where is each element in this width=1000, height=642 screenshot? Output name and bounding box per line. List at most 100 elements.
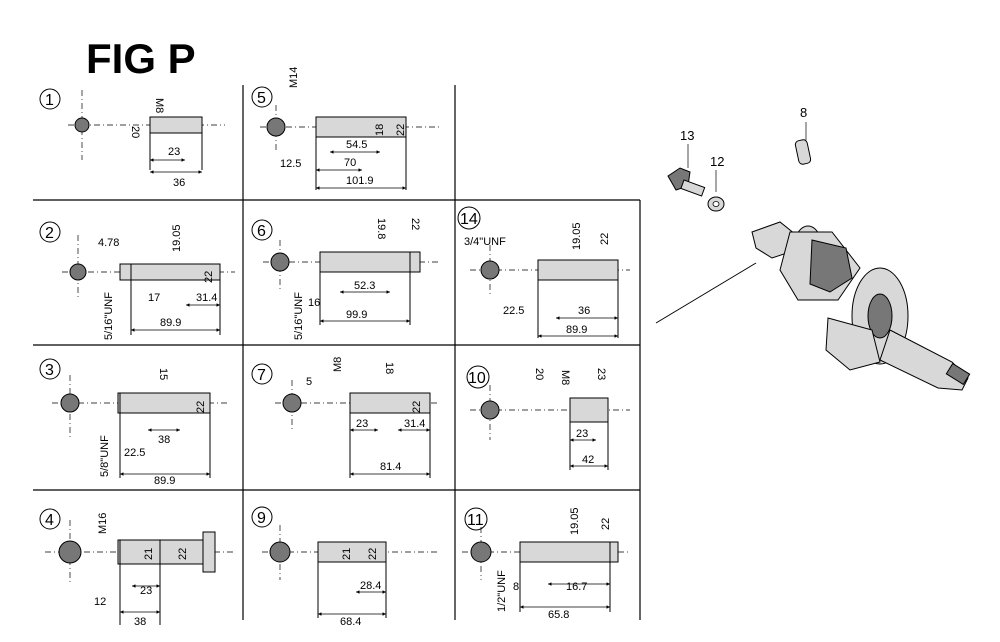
svg-text:23: 23 [140, 585, 152, 597]
svg-text:22: 22 [195, 401, 207, 413]
svg-text:7: 7 [257, 367, 266, 384]
svg-text:9: 9 [257, 510, 266, 527]
callout-1: 1 [39, 88, 61, 110]
svg-text:23: 23 [356, 418, 368, 430]
figure-title: FIG P [86, 35, 196, 82]
svg-text:22: 22 [203, 271, 215, 283]
svg-text:20: 20 [129, 126, 141, 138]
svg-text:22: 22 [409, 218, 421, 230]
callout-4: 4 [39, 508, 61, 530]
cell-5: 5 M14 18 22 54.5 12.5 70 101.9 [251, 67, 440, 190]
crankshaft-illustration: 13 12 8 [655, 105, 971, 391]
callout-9: 9 [251, 506, 273, 528]
svg-text:11: 11 [467, 512, 484, 529]
cell-10: 10 20 M8 23 23 42 [466, 365, 630, 470]
svg-text:14: 14 [460, 211, 478, 228]
svg-text:89.9: 89.9 [160, 317, 181, 329]
svg-text:2: 2 [45, 225, 54, 242]
svg-text:4.78: 4.78 [98, 237, 119, 249]
svg-text:99.9: 99.9 [346, 309, 367, 321]
svg-text:22: 22 [599, 233, 611, 245]
svg-text:19.8: 19.8 [375, 218, 387, 239]
callout-2: 2 [39, 221, 61, 243]
svg-text:38: 38 [134, 616, 146, 628]
cell-11: 11 19.05 22 1/2"UNF 8 16.7 65.8 [462, 507, 630, 621]
svg-text:12: 12 [94, 596, 106, 608]
svg-text:18: 18 [374, 124, 386, 136]
svg-text:10: 10 [468, 370, 486, 387]
callout-12: 12 [710, 154, 724, 169]
svg-text:M8: M8 [559, 370, 571, 385]
callout-7: 7 [251, 363, 273, 385]
cell-14: 14 3/4"UNF 19.05 22 22.5 36 89.9 [457, 206, 630, 338]
svg-text:42: 42 [582, 454, 594, 466]
svg-text:22: 22 [411, 401, 423, 413]
svg-text:M16: M16 [97, 513, 109, 534]
svg-text:70: 70 [344, 157, 356, 169]
cell-3: 3 15 22 5/8"UNF 38 22.5 89.9 [39, 358, 230, 487]
svg-text:89.9: 89.9 [154, 475, 175, 487]
svg-text:21: 21 [143, 548, 155, 560]
svg-text:19.05: 19.05 [171, 224, 183, 252]
svg-text:M8: M8 [153, 98, 165, 113]
svg-text:21: 21 [341, 548, 353, 560]
svg-text:31.4: 31.4 [404, 418, 425, 430]
svg-text:1/2"UNF: 1/2"UNF [496, 570, 508, 612]
svg-text:38: 38 [158, 434, 170, 446]
svg-text:M8: M8 [332, 357, 344, 372]
svg-text:15: 15 [157, 368, 169, 380]
svg-text:17: 17 [148, 292, 160, 304]
svg-text:16: 16 [308, 297, 320, 309]
cell-7: 7 5 M8 18 22 23 31.4 81.4 [251, 357, 440, 478]
svg-text:31.4: 31.4 [196, 292, 217, 304]
svg-text:3/4"UNF: 3/4"UNF [464, 236, 506, 248]
svg-text:22: 22 [177, 548, 189, 560]
svg-text:23: 23 [595, 368, 607, 380]
cell-4: 4 M16 21 22 23 12 38 [39, 508, 236, 628]
callout-3: 3 [39, 358, 61, 380]
svg-text:M14: M14 [288, 67, 300, 88]
svg-text:54.5: 54.5 [346, 139, 367, 151]
table-grid [33, 85, 641, 620]
svg-text:22.5: 22.5 [503, 305, 524, 317]
callout-10: 10 [466, 365, 490, 389]
svg-text:16.7: 16.7 [566, 581, 587, 593]
svg-text:8: 8 [513, 581, 519, 593]
callout-14: 14 [457, 206, 481, 230]
svg-text:19.05: 19.05 [571, 222, 583, 250]
callout-8: 8 [800, 105, 807, 120]
svg-text:65.8: 65.8 [548, 609, 569, 621]
cell-9: 9 21 22 28.4 68.4 [251, 506, 440, 628]
svg-text:68.4: 68.4 [340, 616, 361, 628]
svg-text:23: 23 [576, 428, 588, 440]
svg-text:36: 36 [173, 177, 185, 189]
svg-text:81.4: 81.4 [380, 461, 401, 473]
svg-text:23: 23 [168, 146, 180, 158]
svg-text:1: 1 [45, 92, 54, 109]
svg-text:19.05: 19.05 [569, 507, 581, 535]
svg-text:5: 5 [306, 376, 312, 388]
svg-text:6: 6 [257, 223, 266, 240]
svg-text:18: 18 [383, 362, 395, 374]
svg-text:4: 4 [45, 512, 54, 529]
svg-text:3: 3 [45, 362, 54, 379]
svg-text:22: 22 [395, 124, 407, 136]
svg-text:12.5: 12.5 [280, 158, 301, 170]
svg-text:22: 22 [367, 548, 379, 560]
callout-5: 5 [251, 86, 273, 108]
svg-text:89.9: 89.9 [566, 324, 587, 336]
svg-text:28.4: 28.4 [360, 580, 381, 592]
svg-text:5/16"UNF: 5/16"UNF [293, 292, 305, 340]
svg-text:5: 5 [257, 90, 266, 107]
cell-1: 1 M8 20 23 36 [39, 88, 225, 189]
callout-11: 11 [464, 507, 488, 531]
cell-6: 6 19.8 22 5/16"UNF 52.3 16 99.9 [251, 218, 440, 340]
callout-13: 13 [680, 128, 694, 143]
svg-text:5/16"UNF: 5/16"UNF [103, 292, 115, 340]
svg-text:22.5: 22.5 [124, 447, 145, 459]
callout-6: 6 [251, 219, 273, 241]
svg-text:5/8"UNF: 5/8"UNF [99, 435, 111, 477]
svg-text:22: 22 [600, 518, 612, 530]
svg-text:20: 20 [533, 368, 545, 380]
